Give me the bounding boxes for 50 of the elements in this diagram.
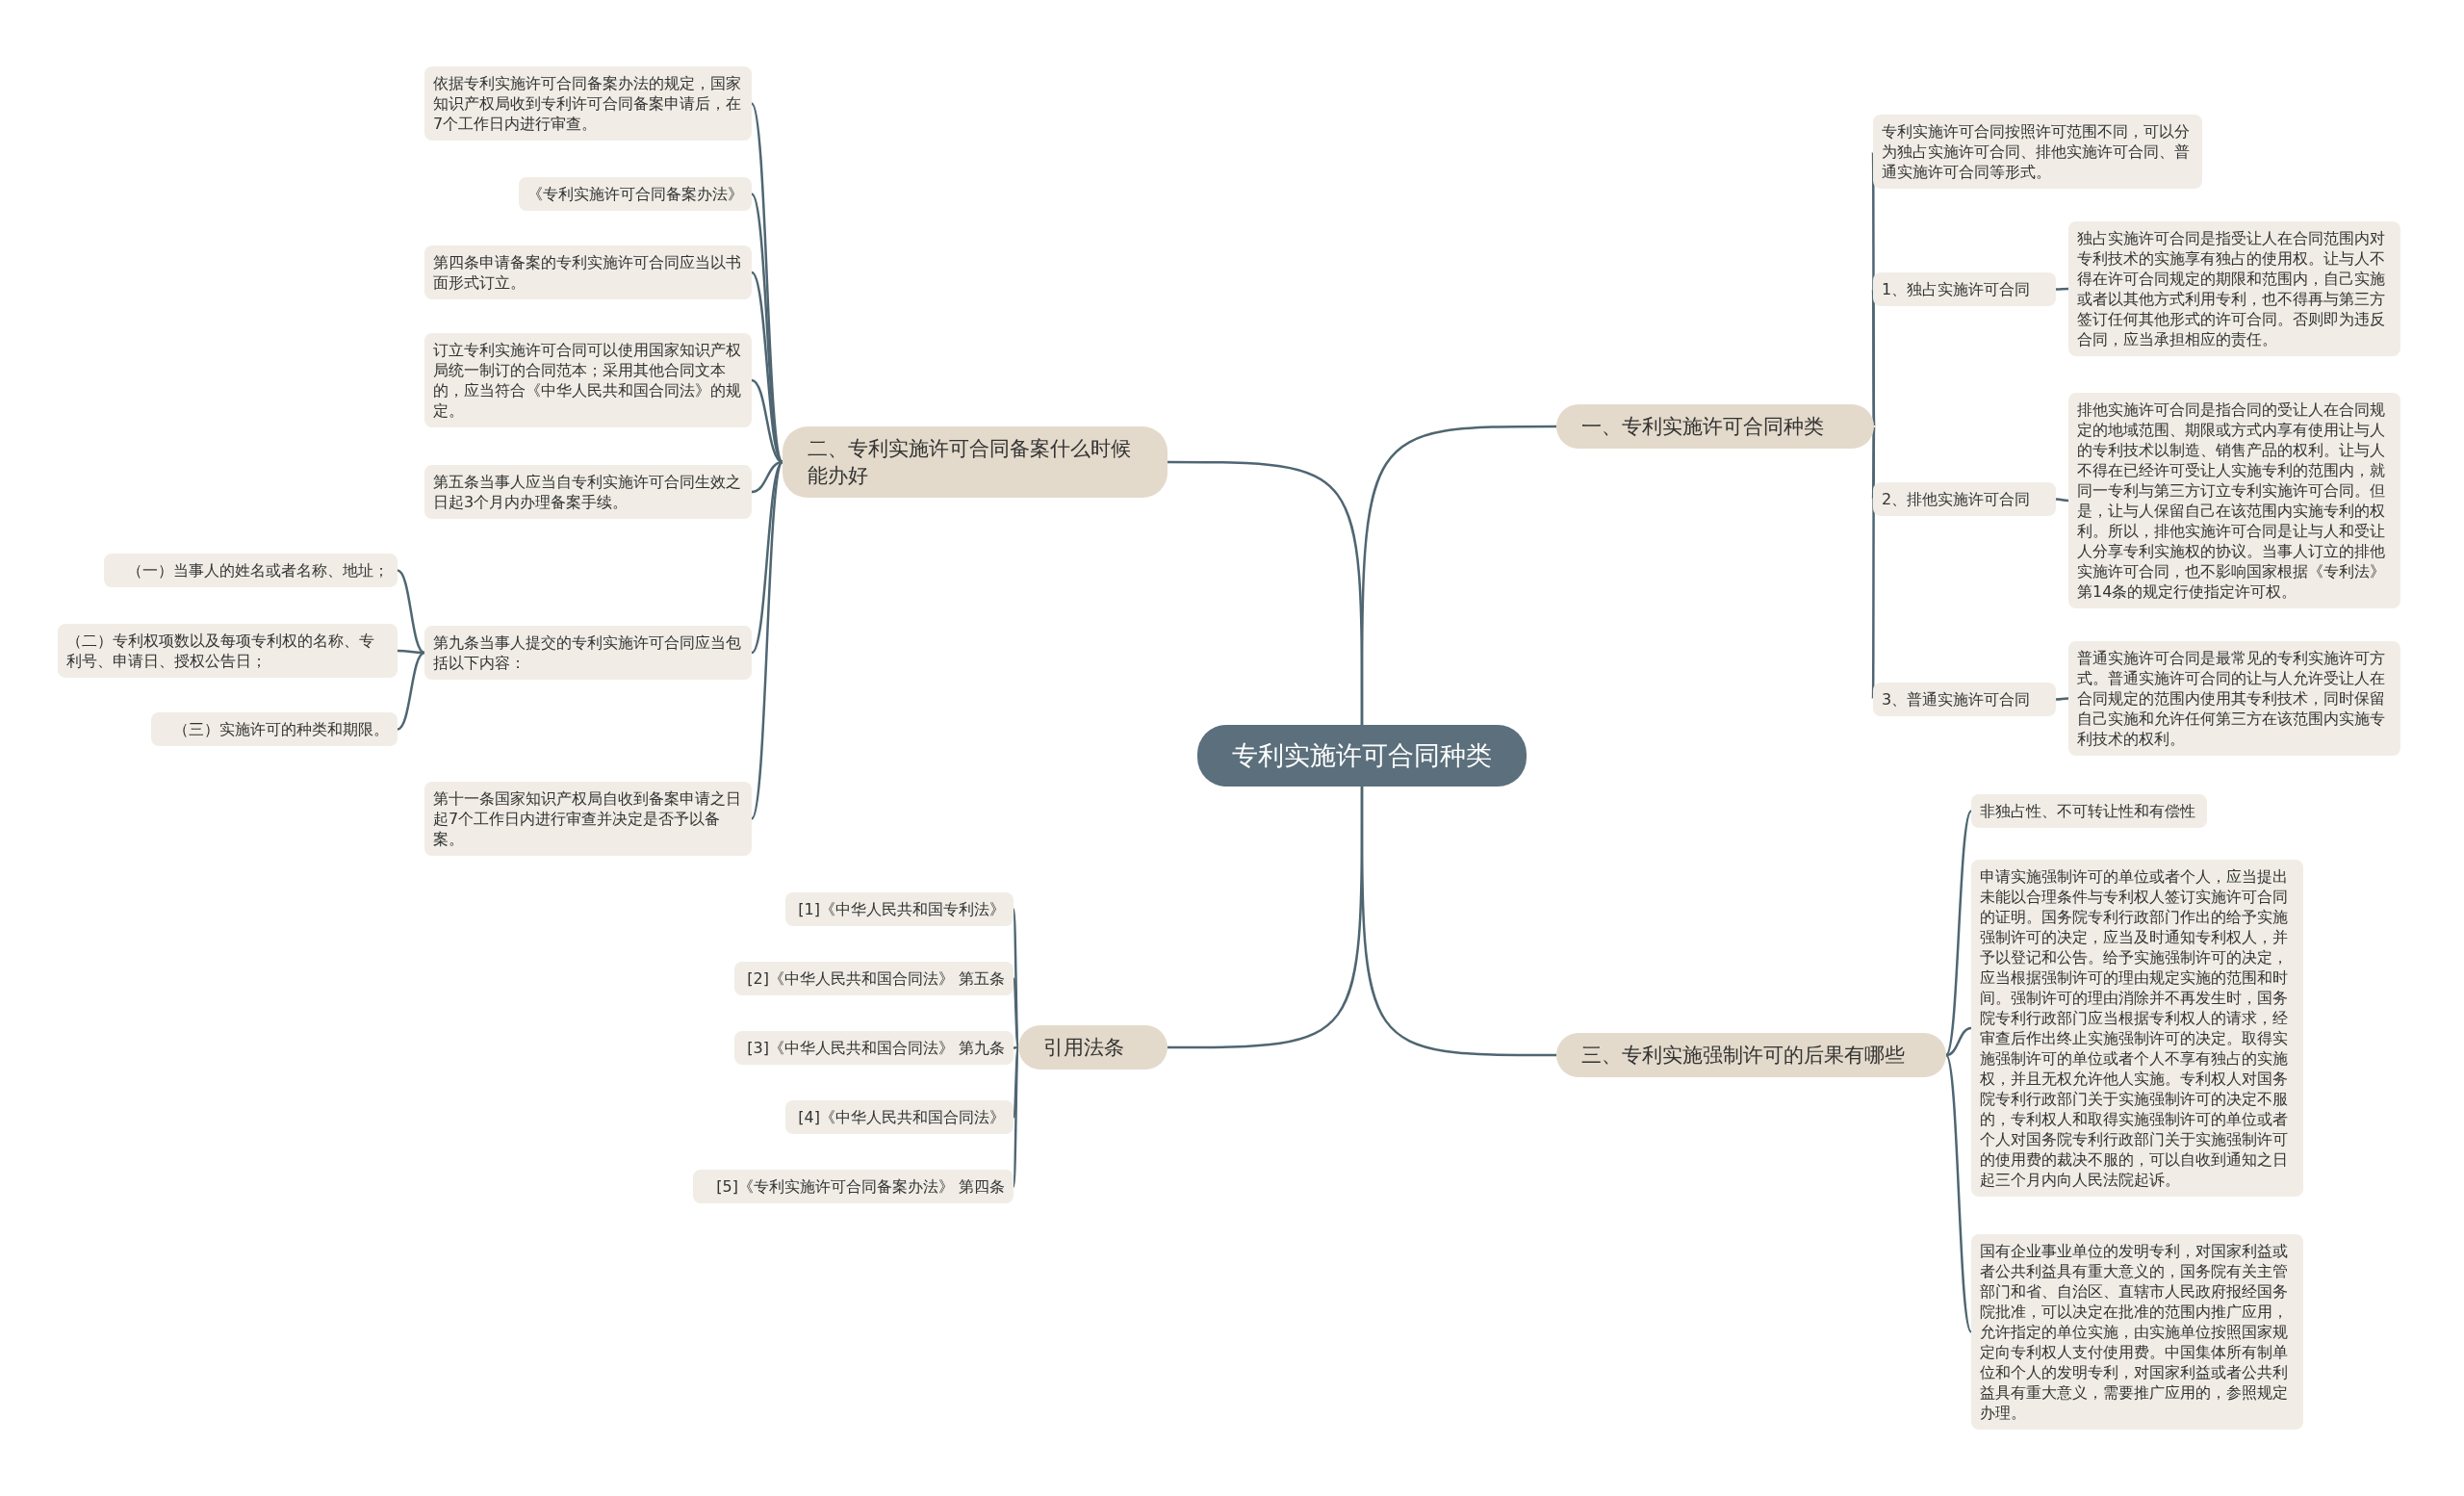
connector-line [398,649,424,655]
text-box: [3]《中华人民共和国合同法》 第九条 [734,1031,1014,1065]
connector-line [1168,460,1364,725]
branch-topic: 一、专利实施许可合同种类 [1556,404,1874,449]
text-box: （二）专利权项数以及每项专利权的名称、专利号、申请日、授权公告日； [58,624,398,678]
connector-line [1871,289,1876,427]
text-box: 国有企业事业单位的发明专利，对国家利益或者公共利益具有重大意义的，国务院有关主管部门和省、自治区、直辖市人民政府报经国务院批准，可以决定在批准的范围内推广应用，允许指定的单位实施，由实施单位按照国家规定向专利权人支付使用费。中国集体所有制单位和个人的发明专利，对国家利益或者公共利益具有重大意义，需要推广应用的，参照规定办理。 [1971,1234,2303,1430]
text-box: 1、独占实施许可合同 [1873,272,2056,306]
text-box: [5]《专利实施许可合同备案办法》 第四条 [693,1170,1014,1203]
connector-line [750,193,784,463]
connector-line [1871,426,1876,700]
text-box: 排他实施许可合同是指合同的受让人在合同规定的地域范围、期限或方式内享有使用让与人的专利技术以制造、销售产品的权利。让与人不得在已经许可受让人实施专利的范围内，就同一专利与第三方订立专利实施许可合同。但是，让与人保留自己在该范围内实施专利的权利。所以，排他实施许可合同是让与人和受让人分享专利实施权的协议。当事人订立的排他实施许可合同，也不影响国家根据《专利法》第14条的规定行使指定许可权。 [2068,393,2400,608]
text-box: 2、排他实施许可合同 [1873,482,2056,516]
connector-line [1945,1026,1972,1057]
branch-topic: 二、专利实施许可合同备案什么时候能办好 [783,426,1168,498]
connector-line [1944,810,1973,1056]
branch-topic: 三、专利实施强制许可的后果有哪些 [1556,1033,1946,1077]
text-box: （三）实施许可的种类和期限。 [151,712,398,746]
text-box: 《专利实施许可合同备案办法》 [519,177,752,211]
text-box: 第九条当事人提交的专利实施许可合同应当包括以下内容： [424,626,752,680]
text-box: 依据专利实施许可合同备案办法的规定，国家知识产权局收到专利许可合同备案申请后，在7个工作日内进行审查。 [424,66,752,141]
connector-line [1168,787,1364,1049]
connector-line [1012,978,1020,1048]
text-box: [1]《中华人民共和国专利法》 [785,892,1014,926]
text-box: 第十一条国家知识产权局自收到备案申请之日起7个工作日内进行审查并决定是否予以备案。 [424,782,752,856]
text-box: （一）当事人的姓名或者名称、地址； [104,554,398,587]
connector-line [397,569,425,655]
text-box: 3、普通实施许可合同 [1873,683,2056,716]
connector-line [2056,287,2068,291]
connector-line [1944,1054,1973,1333]
connector-line [2055,697,2069,701]
connector-line [751,461,783,654]
text-box: 第四条申请备案的专利实施许可合同应当以书面形式订立。 [424,245,752,299]
text-box: 专利实施许可合同按照许可范围不同，可以分为独占实施许可合同、排他实施许可合同、普通实施许可合同等形式。 [1873,115,2202,189]
connector-line [2055,498,2069,503]
connector-line [1012,1046,1020,1187]
connector-line [1012,1046,1020,1118]
connector-line [397,651,425,731]
text-box: 独占实施许可合同是指受让人在合同范围内对专利技术的实施享有独占的使用权。让与人不得在许可合同规定的期限和范围内，自己实施或者以其他方式利用专利，也不得再与第三方签订任何其他形式的许可合同。否则即为违反合同，应当承担相应的责任。 [2068,221,2400,356]
text-box: [4]《中华人民共和国合同法》 [785,1100,1014,1134]
text-box: 第五条当事人应当自专利实施许可合同生效之日起3个月内办理备案手续。 [424,465,752,519]
connector-line [750,461,784,820]
text-box: 非独占性、不可转让性和有偿性 [1971,794,2207,828]
connector-line [751,460,783,494]
central-topic: 专利实施许可合同种类 [1197,725,1527,787]
branch-topic: 引用法条 [1018,1025,1168,1070]
text-box: [2]《中华人民共和国合同法》 第五条 [734,962,1014,995]
text-box: 普通实施许可合同是最常见的专利实施许可方式。普通实施许可合同的让与人允许受让人在合同规定的范围内使用其专利技术，同时保留自己实施和允许任何第三方在该范围内实施专利技术的权利。 [2068,641,2400,756]
text-box: 订立专利实施许可合同可以使用国家知识产权局统一制订的合同范本；采用其他合同文本的，应当符合《中华人民共和国合同法》的规定。 [424,333,752,427]
text-box: 申请实施强制许可的单位或者个人，应当提出未能以合理条件与专利权人签订实施许可合同的证明。国务院专利行政部门作出的给予实施强制许可的决定，应当及时通知专利权人，并予以登记和公告。给予实施强制许可的决定，应当根据强制许可的理由规定实施的范围和时间。强制许可的理由消除并不再发生时，国务院专利行政部门应当根据专利权人的请求，经审查后作出终止实施强制许可的决定。取得实施强制许可的单位或者个人不享有独占的实施权，并且无权允许他人实施。专利权人对国务院专利行政部门关于实施强制许可的决定不服的，专利权人和取得实施强制许可的单位或者个人对国务院专利行政部门关于实施强制许可的使用费的裁决不服的，可以自收到通知之日起三个月内向人民法院起诉。 [1971,860,2303,1197]
